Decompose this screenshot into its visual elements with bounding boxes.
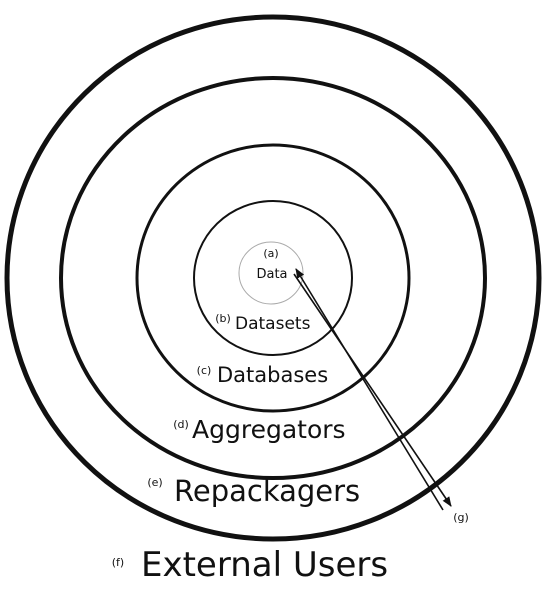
tag-a: (a)	[263, 247, 278, 260]
tag-g: (g)	[453, 511, 469, 524]
tag-c: (c)	[197, 364, 212, 377]
ring-external-users	[4, 14, 542, 542]
label-data: Data	[256, 267, 287, 282]
arrow-line-outward	[293, 273, 452, 507]
flow-arrow	[293, 268, 452, 511]
tag-d: (d)	[173, 418, 189, 431]
ring-aggregators	[135, 143, 411, 413]
label-aggregators: Aggregators	[192, 415, 346, 444]
label-datasets: Datasets	[235, 314, 311, 334]
tag-f: (f)	[112, 556, 124, 569]
arrow-line-inward	[295, 268, 444, 511]
tag-b: (b)	[215, 312, 231, 325]
label-external-users: External Users	[141, 545, 388, 585]
ring-repackagers	[59, 76, 487, 480]
tag-e: (e)	[147, 476, 162, 489]
label-repackagers: Repackagers	[174, 474, 360, 508]
ring-databases	[193, 200, 353, 356]
label-databases: Databases	[217, 363, 328, 387]
